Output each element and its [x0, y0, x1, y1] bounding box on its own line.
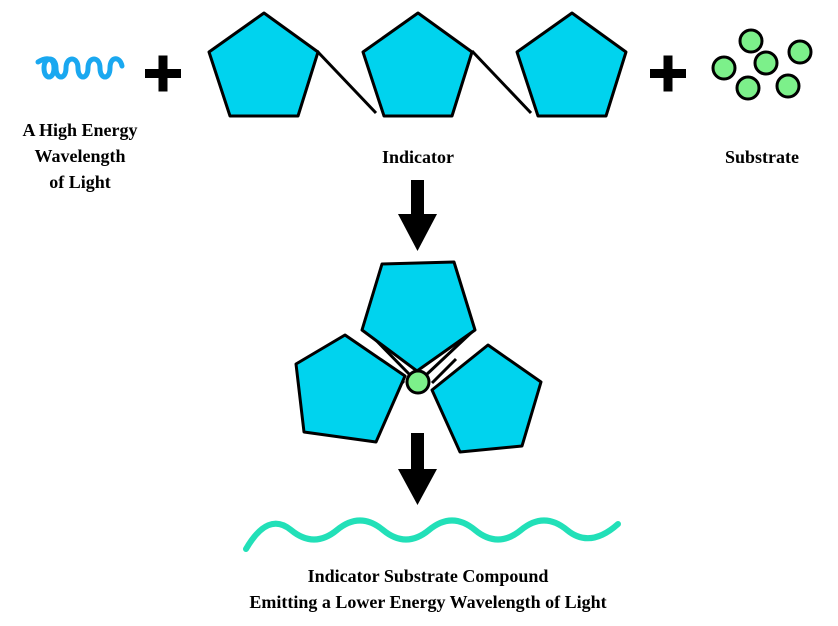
light-label-line3: of Light [49, 172, 111, 192]
substrate-label: Substrate [725, 147, 799, 167]
indicator-link-line [315, 49, 378, 115]
complex-link-line [430, 357, 458, 385]
substrate-circle-icon [753, 50, 779, 76]
indicator-pentagon-icon [515, 11, 628, 118]
substrate-circle-icon [738, 28, 764, 54]
indicator-link-line [470, 49, 533, 115]
indicator-pentagon-icon [207, 11, 320, 118]
arrow-down-icon [398, 180, 437, 251]
plus-icon [145, 55, 181, 92]
complex-pentagon-right-icon [430, 343, 543, 454]
compound-label-line2: Emitting a Lower Energy Wavelength of Li… [249, 592, 606, 612]
high-energy-wave-icon [35, 56, 125, 80]
substrate-circle-icon [711, 55, 737, 81]
complex-pentagon-top-icon [360, 260, 477, 373]
substrate-circle-icon [787, 39, 813, 65]
light-label-line1: A High Energy [22, 120, 137, 140]
low-energy-wave-icon [243, 517, 621, 552]
substrate-cluster [711, 28, 813, 101]
substrate-circle-icon [775, 73, 801, 99]
arrow-down-icon [398, 433, 437, 505]
indicator-pentagon-icon [361, 11, 474, 118]
indicator-label: Indicator [382, 147, 454, 167]
compound-label-line1: Indicator Substrate Compound [308, 566, 549, 586]
light-label-line2: Wavelength [34, 146, 125, 166]
bound-substrate-circle-icon [405, 369, 431, 395]
plus-icon [650, 55, 686, 92]
complex-pentagon-left-icon [294, 333, 407, 444]
substrate-circle-icon [735, 75, 761, 101]
